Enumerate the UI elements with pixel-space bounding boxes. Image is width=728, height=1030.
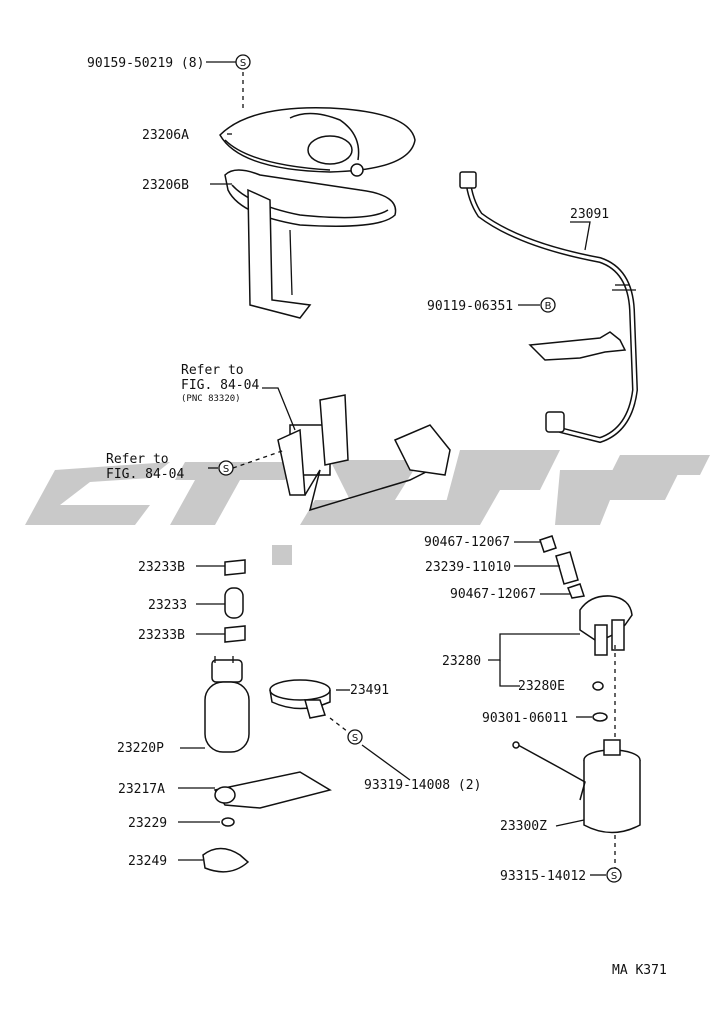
label-23280: 23280 xyxy=(442,654,481,669)
svg-text:S: S xyxy=(611,871,617,882)
fuel-pump-bracket-assy xyxy=(219,72,416,319)
symbol-s-1: S xyxy=(235,54,251,70)
label-23239: 23239-11010 xyxy=(425,560,511,575)
label-90467-b: 90467-12067 xyxy=(450,587,536,602)
symbol-b: B xyxy=(540,297,556,313)
part-labels: 90159-50219 (8) 23206A 23206B 23091 9011… xyxy=(87,56,667,978)
filter-parts xyxy=(512,535,641,870)
svg-text:S: S xyxy=(240,58,246,69)
label-23091: 23091 xyxy=(570,207,609,222)
label-refer1-line2: FIG. 84-04 xyxy=(181,378,259,393)
label-23220p: 23220P xyxy=(117,741,164,756)
fuel-hose-assy xyxy=(459,171,639,444)
label-refer2-line2: FIG. 84-04 xyxy=(106,467,184,482)
label-23491: 23491 xyxy=(350,683,389,698)
label-refer1-line1: Refer to xyxy=(181,363,244,378)
label-90119: 90119-06351 xyxy=(427,299,513,314)
label-23249: 23249 xyxy=(128,854,167,869)
symbol-s-4: S xyxy=(606,867,622,883)
label-90159: 90159-50219 (8) xyxy=(87,56,204,71)
leader-lines xyxy=(178,61,606,876)
label-23217a: 23217A xyxy=(118,782,165,797)
symbol-s-2: S xyxy=(218,460,234,476)
label-93315: 93315-14012 xyxy=(500,869,586,884)
label-23233b-bottom: 23233B xyxy=(138,628,185,643)
watermark-logo xyxy=(25,450,710,565)
label-23300z: 23300Z xyxy=(500,819,547,834)
label-93319: 93319-14008 (2) xyxy=(364,778,481,793)
label-23206a: 23206A xyxy=(142,128,189,143)
label-23233: 23233 xyxy=(148,598,187,613)
pump-small-parts xyxy=(202,559,353,873)
label-refer1-line3: (PNC 83320) xyxy=(181,394,241,404)
footer-code: MA K371 xyxy=(612,963,667,978)
label-refer2-line1: Refer to xyxy=(106,452,169,467)
label-23206b: 23206B xyxy=(142,178,189,193)
label-23280e: 23280E xyxy=(518,679,565,694)
symbol-s-3: S xyxy=(347,729,363,745)
label-90467-a: 90467-12067 xyxy=(424,535,510,550)
fuel-sender-gauge xyxy=(277,394,451,512)
label-90301: 90301-06011 xyxy=(482,711,568,726)
svg-text:B: B xyxy=(545,301,552,312)
svg-text:S: S xyxy=(352,733,358,744)
label-23233b-top: 23233B xyxy=(138,560,185,575)
label-23229: 23229 xyxy=(128,816,167,831)
svg-text:S: S xyxy=(223,464,229,475)
